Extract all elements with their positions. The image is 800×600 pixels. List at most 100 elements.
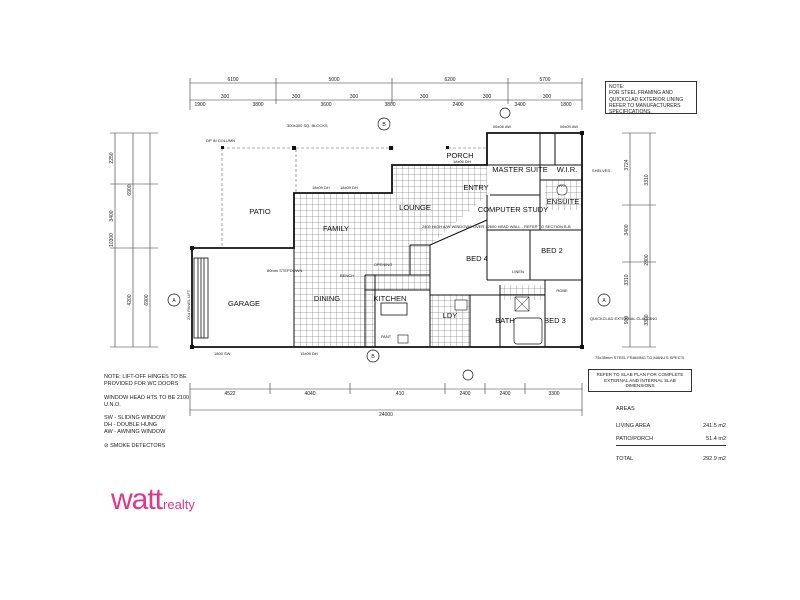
dim-right-7: 3300	[644, 314, 650, 325]
slab-plan-note: REFER TO SLAB PLAN FOR COMPLETE EXTERNAL…	[588, 369, 692, 392]
dim-right-2: 3400	[624, 224, 630, 235]
label-stepdown: 80mm STEPDOWN	[267, 268, 302, 273]
right-dimensions	[622, 132, 656, 348]
label-bench: BENCH	[340, 273, 354, 278]
living-area-value: 241.5 m2	[703, 422, 726, 429]
dim-top2-13: 1800	[560, 102, 571, 108]
high-window-note: 2400 HIGH A/W WINDOWS OVER 12600 HEAD WA…	[422, 224, 571, 229]
watt-realty-logo: wattrealty	[111, 483, 195, 517]
dim-left-4: 10300	[109, 233, 115, 247]
dim-left-6: 6900	[144, 294, 150, 305]
dim-top2-2: 300	[221, 94, 230, 100]
dim-top2-5: 3600	[320, 102, 331, 108]
dim-bottom-6: 3300	[548, 391, 559, 397]
top-dimensions	[189, 78, 583, 110]
dim-right-6: 900	[624, 316, 630, 325]
dim-top2-8: 300	[420, 94, 429, 100]
interior-walls	[293, 133, 582, 347]
room-computer-study: COMPUTER STUDY	[478, 205, 548, 214]
dim-bottom-4: 2400	[459, 391, 470, 397]
dim-top-4: 5700	[539, 77, 550, 83]
dim-left-3: 6900	[127, 184, 133, 195]
areas-row-total: TOTAL 292.9 m2	[616, 456, 726, 463]
room-bed2: BED 2	[541, 246, 563, 255]
label-quickclad: QUICKCLAD EXTERNAL CLADDING	[590, 316, 657, 321]
laundry-tub	[454, 299, 468, 311]
label-shelves: SHELVES	[592, 168, 610, 173]
dim-top2-11: 3400	[514, 102, 525, 108]
section-markers	[167, 107, 611, 381]
label-aw-2: 06x09 AW	[560, 124, 578, 129]
garage-panel-lift-door	[193, 257, 209, 339]
room-ldy: LDY	[443, 311, 458, 320]
room-linen: LINEN	[512, 269, 524, 274]
dim-right-3: 3310	[644, 174, 650, 185]
room-master-suite: MASTER SUITE	[492, 165, 547, 174]
patio-roof-outline	[221, 147, 297, 249]
room-wir: W.I.R.	[557, 165, 577, 174]
areas-row-patio: PATIO/PORCH 51.4 m2	[616, 436, 726, 447]
patio-area-value: 51.4 m2	[706, 436, 726, 443]
dim-top-3: 6200	[444, 77, 455, 83]
dim-bottom-1: 4522	[224, 391, 235, 397]
marker-a-left: A	[172, 298, 176, 304]
room-pantry: PANT	[381, 334, 392, 339]
dim-right-5: 2800	[644, 254, 650, 265]
areas-row-living: LIVING AREA 241.5 m2	[616, 423, 726, 430]
marker-a-right: A	[602, 298, 606, 304]
dim-top2-7: 3800	[384, 102, 395, 108]
label-robe: ROBE	[556, 288, 568, 293]
room-kitchen: KITCHEN	[374, 294, 407, 303]
bottom-dimension-labels: 4522 4040 410 2400 2400 3300 24000	[224, 391, 559, 418]
marker-b-bottom: B	[371, 354, 375, 360]
dim-left-2: 3400	[109, 210, 115, 221]
label-aw-1: 06x06 AW	[493, 124, 511, 129]
label-steel-framing: 75x35mm STEEL FRAMING TO MANU'S SPEC'S	[595, 355, 684, 360]
label-panel-lift: 2X4 PANEL LIFT	[186, 289, 191, 320]
living-area-label: LIVING AREA	[616, 422, 651, 429]
dim-top2-12: 300	[543, 94, 552, 100]
left-dimensions	[110, 132, 158, 348]
svg-text:2400 HIGH A/W WINDOWS OVER 126: 2400 HIGH A/W WINDOWS OVER 12600 HEAD WA…	[422, 224, 571, 229]
columns	[190, 131, 584, 349]
dim-top2-3: 3800	[252, 102, 263, 108]
dim-top2-4: 300	[292, 94, 301, 100]
room-patio: PATIO	[249, 207, 271, 216]
label-dh-3: 18x06 DH	[453, 159, 471, 164]
room-family: FAMILY	[323, 224, 349, 233]
label-dh-2: 18x09 DH	[340, 185, 358, 190]
dim-top-2: 5000	[328, 77, 339, 83]
dim-top2-9: 2400	[452, 102, 463, 108]
wc-pan	[556, 184, 568, 196]
dim-bottom-2: 4040	[304, 391, 315, 397]
dim-top2-10: 300	[483, 94, 492, 100]
marker-b-top: B	[382, 122, 386, 128]
room-bed3: BED 3	[544, 316, 566, 325]
steel-framing-note: NOTE: FOR STEEL FRAMING AND QUICKCLAD EX…	[605, 81, 697, 115]
logo-word: watt	[111, 483, 163, 516]
dim-top2-6: 300	[350, 94, 359, 100]
label-wc: WC	[559, 183, 566, 188]
dim-right-4: 3310	[624, 274, 630, 285]
room-lounge: LOUNGE	[399, 203, 431, 212]
room-labels: PATIO FAMILY GARAGE DINING KITCHEN LOUNG…	[228, 151, 610, 339]
label-dp-column: DP IN COLUMN	[206, 138, 235, 143]
label-dh-4: 15x09 DH	[300, 351, 318, 356]
label-dh-1: 18x09 DH	[312, 185, 330, 190]
right-dimension-labels: 3724 3400 3310 3310 2800 900 3300	[624, 159, 650, 325]
total-area-label: TOTAL	[616, 456, 634, 463]
areas-table: AREAS LIVING AREA 241.5 m2 PATIO/PORCH 5…	[616, 399, 726, 470]
logo-suffix: realty	[163, 497, 195, 512]
dim-left-5: 4200	[127, 294, 133, 305]
room-bed4: BED 4	[466, 254, 488, 263]
room-garage: GARAGE	[228, 299, 260, 308]
label-opening: OPENING	[374, 262, 392, 267]
plan-annotations: DP IN COLUMN 300x300 SQ. BLOCKS 2X4 PANE…	[186, 123, 684, 360]
bath-tub	[513, 317, 543, 345]
areas-heading: AREAS	[616, 405, 635, 412]
patio-area-label: PATIO/PORCH	[616, 436, 654, 443]
bottom-dimensions	[189, 383, 583, 416]
dim-top-1: 6100	[227, 77, 238, 83]
kitchen-sink	[397, 334, 409, 344]
